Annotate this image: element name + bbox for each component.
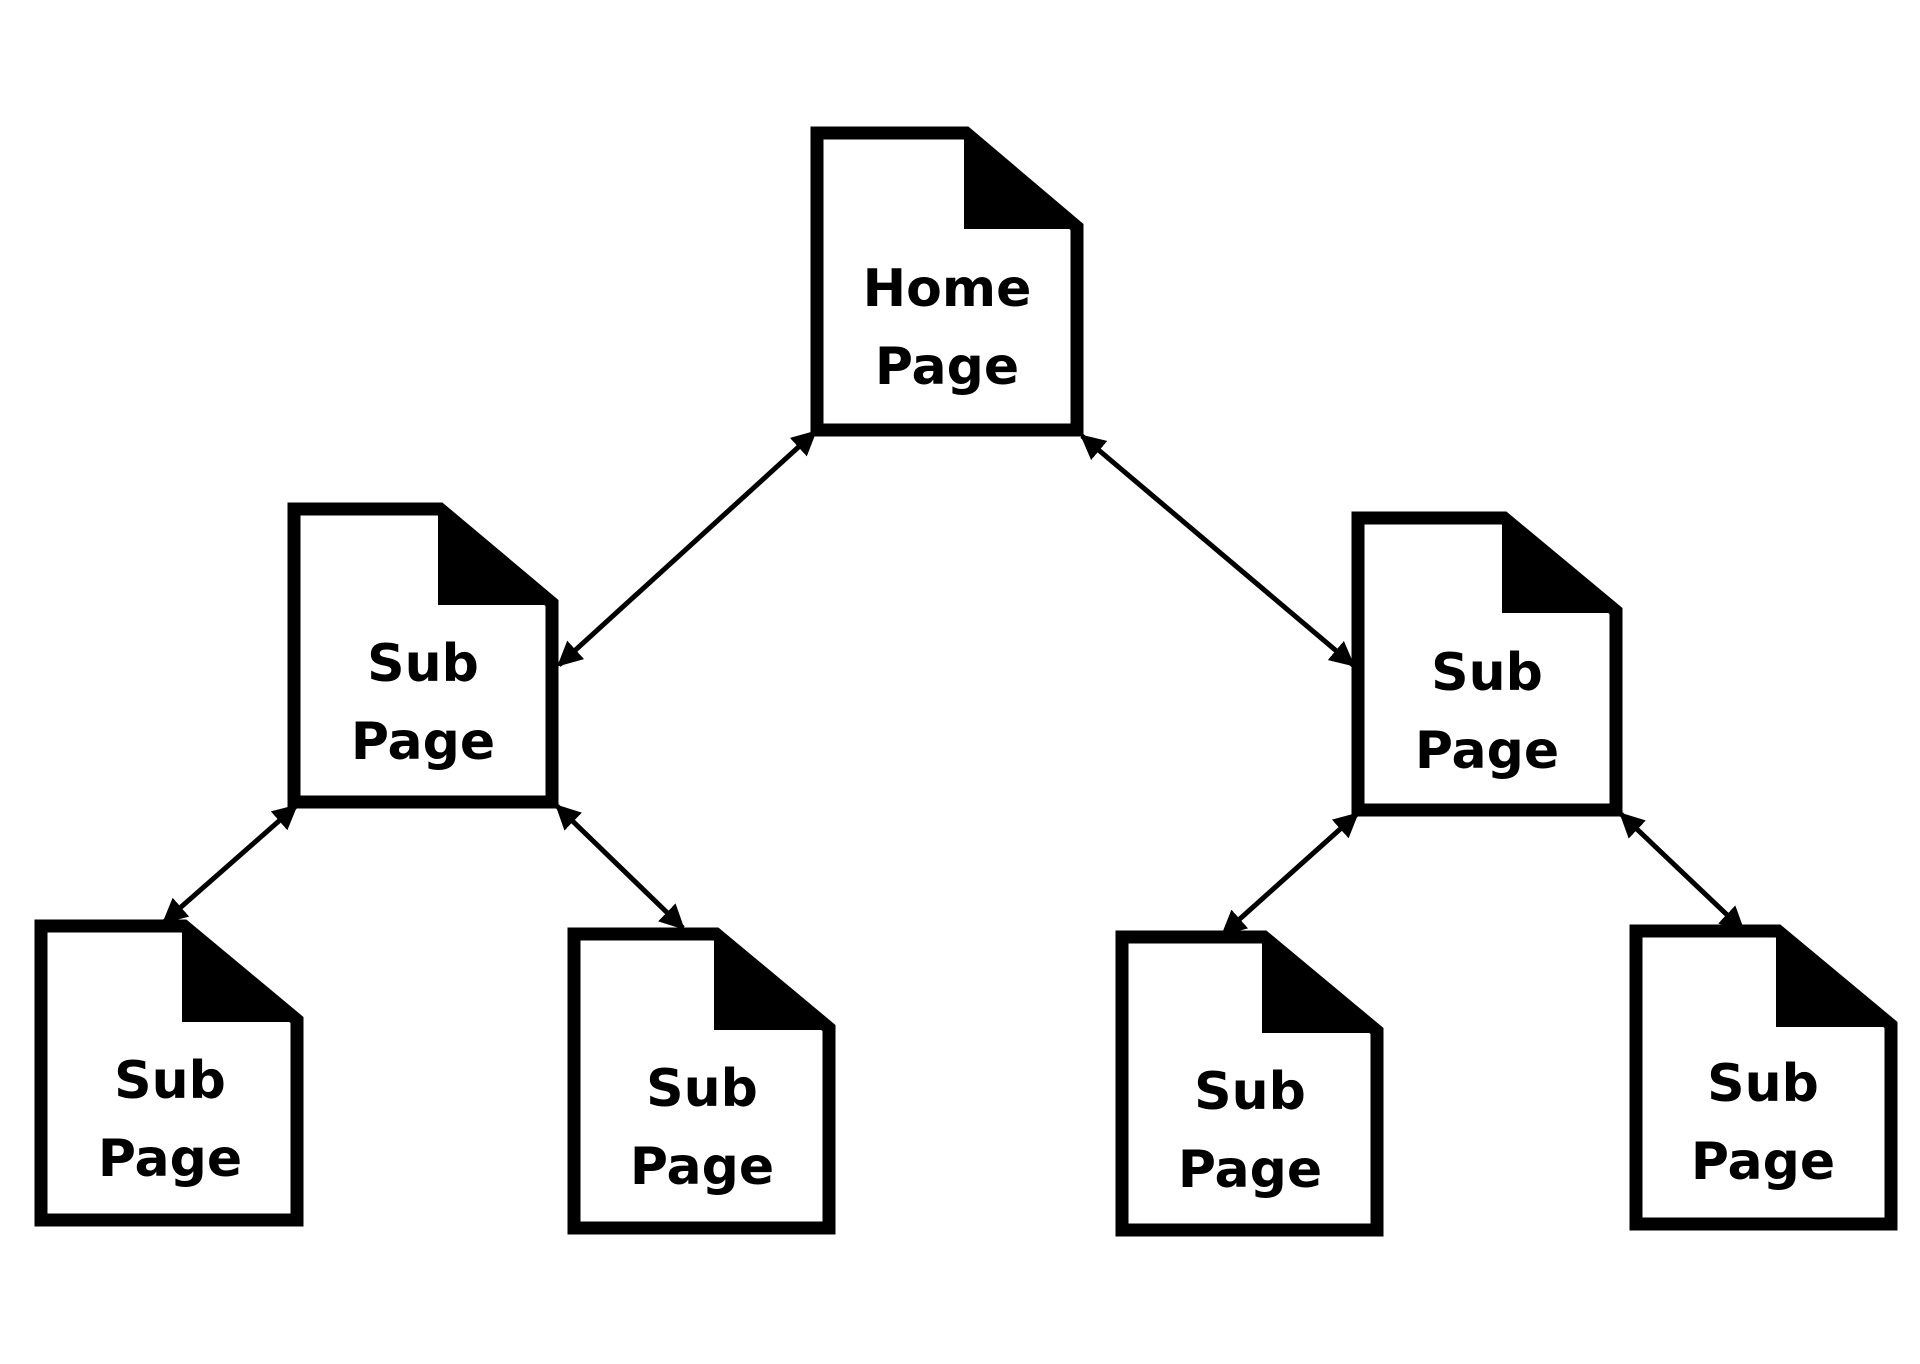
- node-label-line1: Sub: [1707, 1054, 1819, 1114]
- node-label-line1: Home: [863, 259, 1032, 319]
- node-label-line2: Page: [630, 1137, 774, 1197]
- node-label-line2: Page: [1178, 1140, 1322, 1200]
- folded-corner-icon: [182, 921, 303, 1022]
- node-label-line1: Sub: [1431, 643, 1543, 703]
- node-sub-page-right: Sub Page: [1351, 511, 1623, 817]
- node-label-line2: Page: [98, 1129, 242, 1189]
- edge-home-sub-right: [1080, 434, 1355, 667]
- node-sub-page-right-right: Sub Page: [1629, 924, 1898, 1231]
- edge-sub-right-sub-right-left: [1221, 812, 1359, 936]
- edge-home-sub-left: [557, 430, 817, 667]
- folded-corner-icon: [964, 128, 1083, 229]
- node-label-line2: Page: [1691, 1132, 1835, 1192]
- node-sub-page-left-right: Sub Page: [567, 927, 836, 1235]
- edge-sub-left-sub-left-right: [555, 804, 685, 930]
- node-label-line1: Sub: [1194, 1062, 1306, 1122]
- edges: [162, 430, 1745, 936]
- node-label-line1: Sub: [114, 1051, 226, 1111]
- node-label-line1: Sub: [646, 1059, 758, 1119]
- node-home-page: Home Page: [810, 126, 1084, 437]
- node-label-line2: Page: [1415, 721, 1559, 781]
- edge-sub-left-sub-left-left: [162, 804, 298, 924]
- folded-corner-icon: [1262, 932, 1383, 1033]
- folded-corner-icon: [1776, 926, 1897, 1027]
- folded-corner-icon: [714, 929, 835, 1030]
- node-sub-page-right-left: Sub Page: [1115, 930, 1384, 1237]
- node-sub-page-left: Sub Page: [287, 502, 559, 809]
- node-label-line1: Sub: [367, 634, 479, 694]
- folded-corner-icon: [1502, 513, 1622, 613]
- node-label-line2: Page: [875, 337, 1019, 397]
- node-sub-page-left-left: Sub Page: [34, 919, 304, 1227]
- edge-sub-right-sub-right-right: [1619, 812, 1745, 932]
- folded-corner-icon: [438, 504, 558, 605]
- node-label-line2: Page: [351, 712, 495, 772]
